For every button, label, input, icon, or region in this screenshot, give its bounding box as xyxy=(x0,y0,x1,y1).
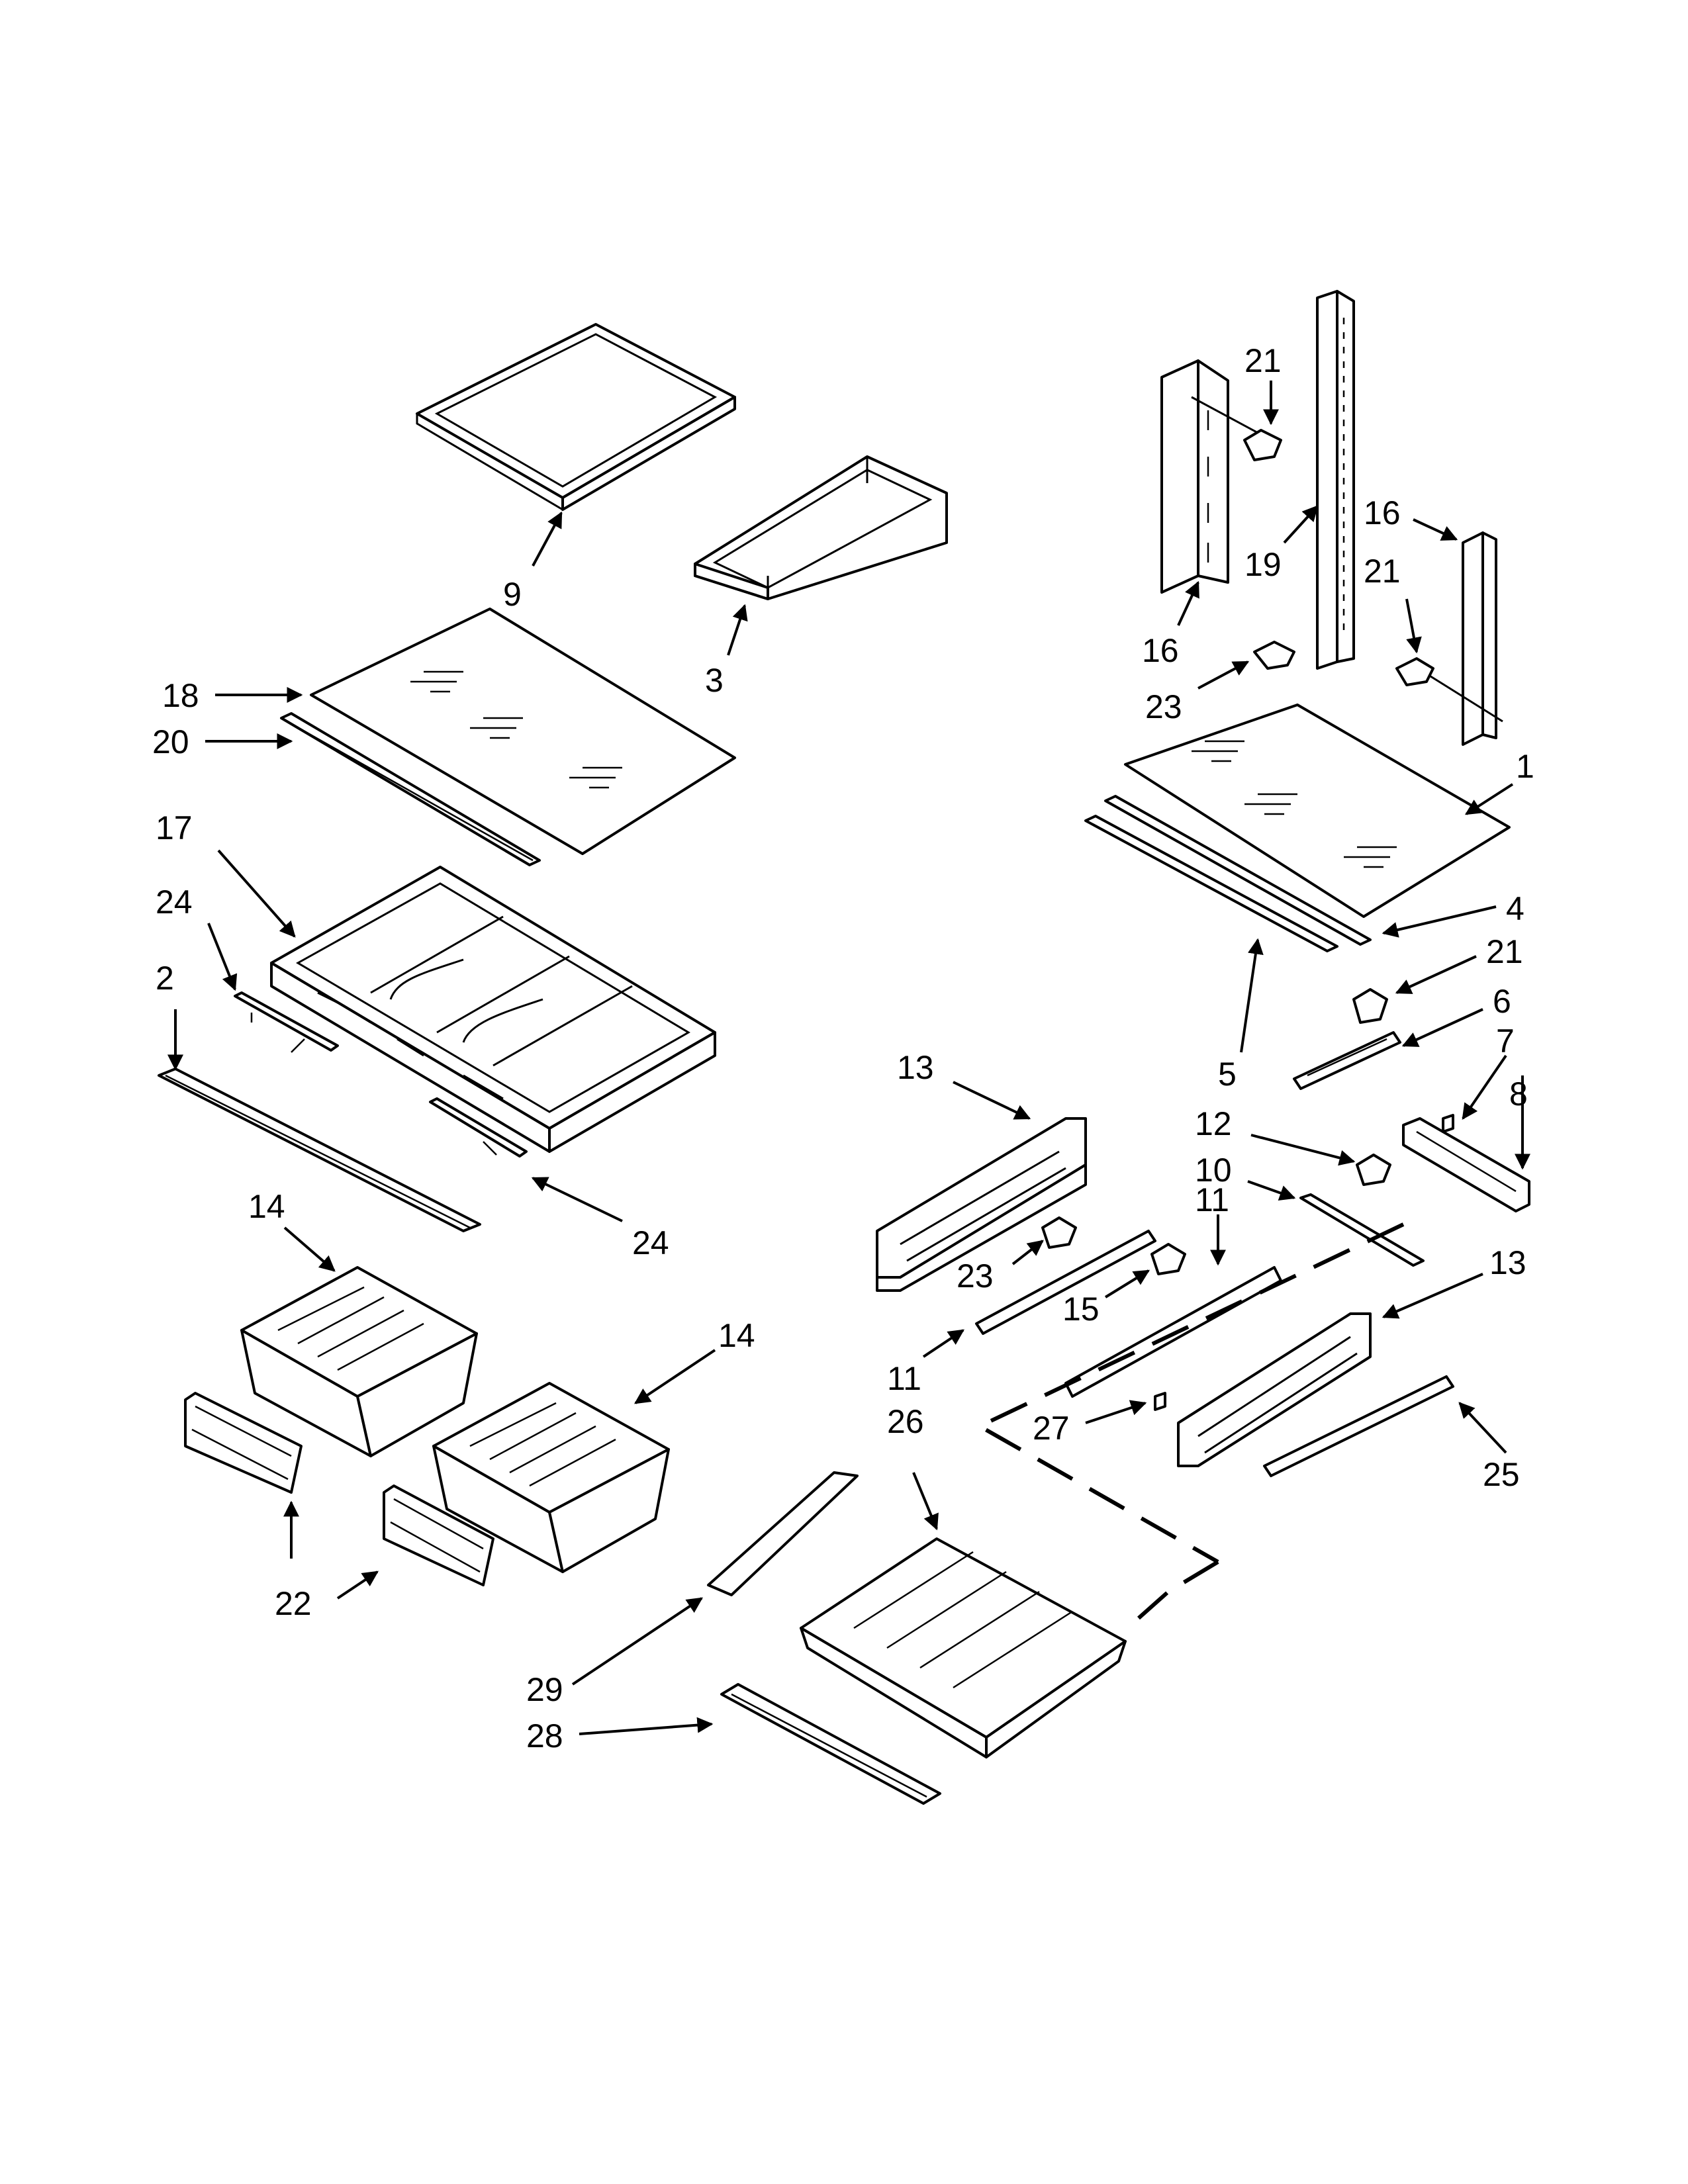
part-29-divider xyxy=(707,1471,859,1596)
callout-2: 2 xyxy=(156,960,174,997)
callout-13: 13 xyxy=(1489,1244,1526,1281)
part-23-screw-rail xyxy=(1253,641,1295,670)
part-24-clip-upper xyxy=(234,991,339,1053)
part-24-clip-lower xyxy=(429,1097,528,1158)
part-21-screw-bracket xyxy=(1352,988,1388,1024)
callout-19: 19 xyxy=(1244,546,1282,583)
callout-12: 12 xyxy=(1195,1105,1232,1142)
callout-14: 14 xyxy=(248,1188,285,1225)
callout-10: 10 xyxy=(1195,1152,1232,1189)
callout-26: 26 xyxy=(887,1403,924,1440)
callout-labels: 9 3 18 20 17 24 2 24 14 14 22 21 19 16 1… xyxy=(152,342,1534,1754)
part-22-drawer-front-right xyxy=(383,1484,494,1586)
callout-17: 17 xyxy=(156,809,193,846)
callout-14: 14 xyxy=(718,1317,755,1354)
part-13-housing-right xyxy=(1177,1312,1372,1467)
part-18-glass-shelf xyxy=(310,608,736,855)
part-26-basket xyxy=(800,1537,1127,1758)
part-15-screw xyxy=(1150,1243,1186,1275)
part-16-rail-left xyxy=(1160,359,1278,594)
callout-4: 4 xyxy=(1506,890,1524,927)
part-5-trim-strip xyxy=(1084,815,1338,952)
part-14-crisper-drawer-right xyxy=(432,1382,670,1573)
callout-6: 6 xyxy=(1493,983,1511,1020)
callout-24: 24 xyxy=(156,884,193,921)
callout-22: 22 xyxy=(275,1585,312,1622)
callout-28: 28 xyxy=(526,1717,563,1754)
callout-23: 23 xyxy=(957,1257,994,1295)
part-10-slide-rod xyxy=(1299,1193,1425,1267)
part-8-slide-bracket xyxy=(1402,1117,1530,1212)
part-20-trim-strip xyxy=(280,712,541,866)
callout-9: 9 xyxy=(503,576,522,613)
part-3-sliding-shelf xyxy=(694,455,948,600)
callout-21: 21 xyxy=(1364,553,1401,590)
callout-27: 27 xyxy=(1033,1410,1070,1447)
callout-18: 18 xyxy=(162,677,199,714)
part-25-rod xyxy=(1263,1375,1454,1477)
callout-29: 29 xyxy=(526,1671,563,1708)
callout-25: 25 xyxy=(1483,1456,1520,1493)
part-12-screw xyxy=(1356,1154,1391,1186)
callout-16: 16 xyxy=(1364,494,1401,531)
part-27-clip xyxy=(1154,1392,1166,1411)
part-2-front-trim xyxy=(158,1068,481,1232)
callout-15: 15 xyxy=(1062,1291,1100,1328)
part-22-drawer-front-left xyxy=(184,1392,303,1494)
part-16-rail-right xyxy=(1423,531,1503,746)
part-21-screw-right xyxy=(1395,657,1434,686)
part-13-housing-left xyxy=(876,1117,1087,1292)
part-9-shelf-frame xyxy=(416,323,736,511)
part-11-slide-left xyxy=(975,1230,1156,1335)
callout-20: 20 xyxy=(152,723,189,760)
part-1-glass-shelf-right xyxy=(1124,704,1511,918)
part-7-clip xyxy=(1442,1114,1454,1133)
callout-11: 11 xyxy=(1195,1181,1229,1218)
callout-21: 21 xyxy=(1486,933,1523,970)
leader-lines xyxy=(167,381,1530,1735)
callout-24: 24 xyxy=(632,1224,669,1261)
callout-5: 5 xyxy=(1218,1056,1237,1093)
part-21-screw-top xyxy=(1243,429,1282,461)
part-4-trim-strip xyxy=(1104,795,1372,946)
part-19-center-rail xyxy=(1316,290,1355,670)
callout-21: 21 xyxy=(1244,342,1282,379)
callout-1: 1 xyxy=(1516,748,1534,785)
part-6-bracket xyxy=(1293,1031,1401,1090)
assembly-guide-lines xyxy=(975,1222,1405,1620)
callout-23: 23 xyxy=(1145,688,1182,725)
part-14-crisper-drawer-left xyxy=(240,1266,478,1457)
callout-8: 8 xyxy=(1509,1075,1528,1113)
callout-7: 7 xyxy=(1496,1023,1515,1060)
part-28-handle xyxy=(720,1683,941,1805)
part-17-crisper-cover xyxy=(270,866,716,1153)
callout-13: 13 xyxy=(897,1049,934,1086)
part-23-screw-housing xyxy=(1041,1216,1077,1249)
callout-16: 16 xyxy=(1142,632,1179,669)
callout-3: 3 xyxy=(705,662,724,699)
callout-11: 11 xyxy=(887,1360,921,1397)
